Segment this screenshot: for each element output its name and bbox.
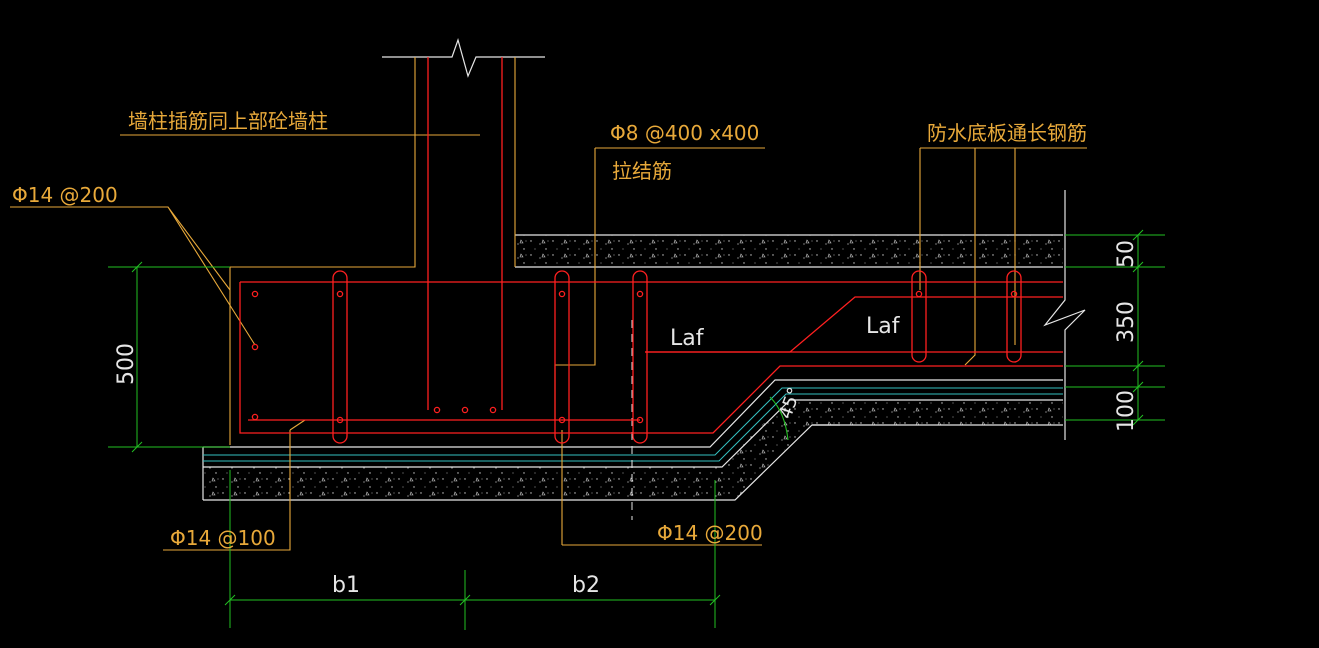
label-tie-name: 拉结筋 (612, 159, 672, 183)
waterproof-line-1 (203, 387, 1063, 456)
leader-cushion (289, 419, 306, 431)
rebar-hook-2 (554, 270, 570, 444)
top-slab-concrete (515, 235, 1063, 267)
dim-b1-text: b1 (332, 573, 360, 598)
label-side-bar: Φ14 @200 (12, 183, 118, 207)
cushion-outline (202, 379, 1063, 501)
right-break-line (1043, 190, 1086, 440)
leader-long-bar (919, 147, 1087, 366)
label-long-bar: 防水底板通长钢筋 (927, 121, 1087, 145)
structural-outlines (202, 38, 1086, 501)
rebar-dot (558, 416, 566, 424)
dim-b-ticks (224, 594, 721, 606)
wall-break-line (382, 38, 545, 78)
dim-500-text: 500 (114, 343, 139, 385)
top-slab-outline (515, 234, 1063, 268)
rebar-sloped-top (645, 296, 1063, 353)
leader-tie (554, 147, 765, 420)
rebar-dot (336, 290, 344, 298)
rebar-dot (636, 290, 644, 298)
rebar-dot (251, 290, 259, 298)
rebar-dot (461, 406, 469, 414)
dim-500-line (108, 266, 230, 448)
label-wall-insert: 墙柱插筋同上部砼墙柱 (128, 109, 328, 133)
waterproof-line-2 (203, 393, 1063, 462)
rebar-hook-1 (332, 270, 348, 444)
rebar-hook-4 (911, 270, 927, 363)
dim-right-extensions (1065, 234, 1165, 421)
rebar-dot (251, 343, 259, 351)
label-tie-spec: Φ8 @400 x400 (610, 121, 759, 145)
wall-left-edge (229, 57, 416, 445)
rebar-hook-3 (632, 270, 648, 444)
rebar-dot (1010, 290, 1018, 298)
label-bottom-bar: Φ14 @100 (170, 526, 276, 550)
dim-b2-text: b2 (572, 573, 600, 598)
rebar-dot (251, 413, 259, 421)
rebar-dot (636, 416, 644, 424)
label-top-bar: Φ14 @200 (657, 521, 763, 545)
annotation-labels: 墙柱插筋同上部砼墙柱 Φ8 @400 x400 拉结筋 防水底板通长钢筋 Φ14… (12, 109, 1087, 550)
wall-and-leaders (10, 57, 1087, 551)
rebar-dot (558, 290, 566, 298)
label-laf-2: Laf (866, 314, 901, 339)
rebar-dot (915, 290, 923, 298)
rebar-outer-u (239, 282, 1063, 434)
rebar-dot (336, 416, 344, 424)
waterproof-layers (203, 387, 1063, 462)
dimension-lines (108, 229, 1165, 630)
leader-bottom-bar (163, 430, 291, 551)
rebar-section-dots (251, 290, 1018, 424)
dim-350-text: 350 (1114, 301, 1139, 343)
dim-50-text: 50 (1114, 240, 1139, 268)
rebar (239, 57, 1063, 444)
leader-top-bar (561, 430, 762, 546)
rebar-hook-5 (1006, 270, 1022, 363)
dim-right-ticks (1132, 229, 1144, 426)
angle-arc (769, 396, 789, 441)
leader-side-bar (10, 206, 256, 346)
dim-500-ticks (131, 261, 143, 453)
dimension-texts: 500 50 350 100 b1 b2 (114, 240, 1139, 598)
rebar-dot (489, 406, 497, 414)
dim-100-text: 100 (1114, 390, 1139, 432)
label-laf-1: Laf (670, 326, 705, 351)
rebar-dot (433, 406, 441, 414)
